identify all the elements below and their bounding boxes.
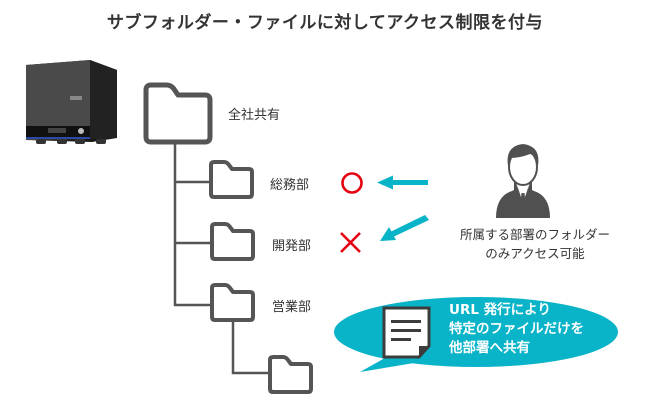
bubble-line: 特定のファイルだけを: [449, 321, 584, 337]
diagram-title: サブフォルダー・ファイルに対してアクセス制限を付与: [106, 13, 544, 33]
document-icon: [382, 306, 431, 359]
arrow-left-icon: [377, 175, 428, 190]
folder-icon[interactable]: [268, 355, 313, 394]
folder-icon[interactable]: [210, 283, 255, 322]
folder-icon[interactable]: [210, 222, 255, 261]
subtree-line: [231, 322, 268, 375]
tree-trunk-line: [173, 144, 210, 307]
bubble-text: URL 発行により 特定のファイルだけを 他部署へ共有: [449, 301, 619, 358]
folder-label-root: 全社共有: [228, 108, 281, 123]
arrow-down-left-icon: [380, 215, 429, 241]
circle-ok-icon: [341, 172, 363, 194]
folder-label-sales: 営業部: [272, 300, 312, 315]
speech-bubble: [334, 297, 618, 372]
user-access-caption: 所属する部署のフォルダー のみアクセス可能: [420, 225, 650, 263]
cross-denied-icon: [340, 232, 361, 253]
bubble-line: 他部署へ共有: [449, 340, 530, 356]
folder-icon[interactable]: [209, 160, 254, 199]
folder-label-development: 開発部: [272, 239, 312, 254]
person-icon: [496, 144, 550, 218]
folder-label-general-affairs: 総務部: [270, 178, 310, 193]
folder-icon[interactable]: [143, 82, 213, 145]
nas-server-icon: [26, 60, 117, 144]
bubble-line: URL 発行により: [449, 302, 551, 318]
caption-line: 所属する部署のフォルダー: [459, 227, 610, 242]
caption-line: のみアクセス可能: [485, 246, 585, 261]
